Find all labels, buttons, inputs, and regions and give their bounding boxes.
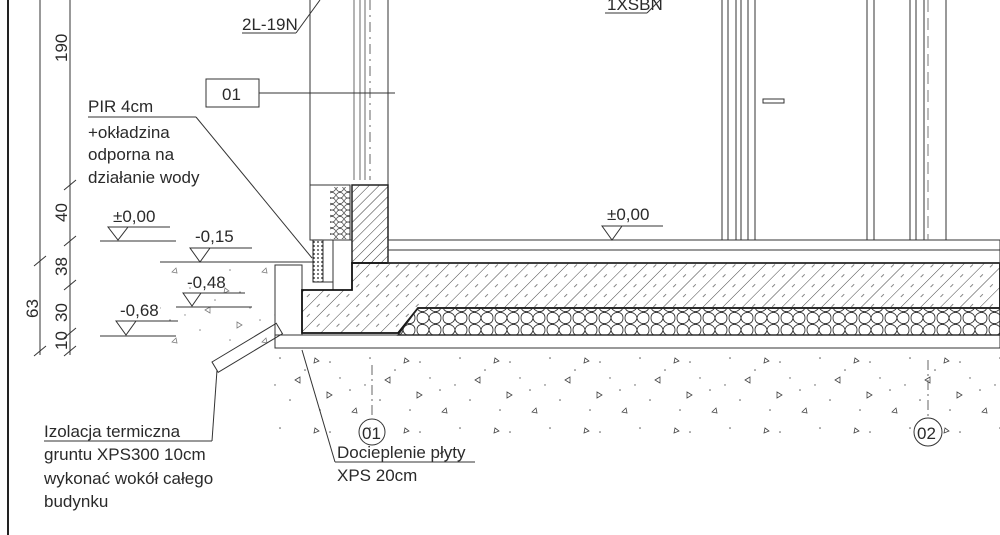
svg-text:odporna na: odporna na: [88, 145, 175, 164]
dimension-10: 10: [52, 331, 71, 350]
lean-concrete: [274, 334, 1000, 349]
level-marker-terrain: -0,15: [189, 227, 252, 263]
level-marker-interior-floor: ±0,00: [601, 205, 663, 241]
reinforcement-label: 2L-19N: [242, 15, 298, 34]
ground-insulation-annotation: Izolacja termiczna gruntu XPS300 10cm wy…: [43, 369, 218, 511]
dimension-chain: [33, 0, 77, 357]
reinforcement-label-2: 1XSBN: [607, 0, 663, 14]
svg-text:działanie wody: działanie wody: [88, 168, 200, 187]
svg-text:gruntu XPS300 10cm: gruntu XPS300 10cm: [44, 445, 206, 464]
axis-marker-01: 01: [358, 365, 386, 446]
svg-text:budynku: budynku: [44, 492, 108, 511]
door-handle: [762, 98, 785, 104]
svg-text:±0,00: ±0,00: [607, 205, 649, 224]
floor-screed: [387, 239, 1000, 251]
pir-annotation: PIR 4cm +okładzina odporna na działanie …: [88, 97, 313, 259]
svg-text:PIR 4cm: PIR 4cm: [88, 97, 153, 116]
svg-text:-0,48: -0,48: [187, 273, 226, 292]
dimension-40: 40: [52, 203, 71, 222]
svg-text:-0,68: -0,68: [120, 301, 159, 320]
floor-insulation: [387, 249, 1000, 264]
svg-text:02: 02: [917, 424, 936, 443]
dimension-190: 190: [52, 34, 71, 62]
ground-soil: [270, 345, 1000, 435]
foundation-slab: [301, 262, 1000, 334]
dimension-30: 30: [52, 303, 71, 322]
dimension-63: 63: [23, 299, 42, 318]
ground-xps-insulation: [211, 322, 284, 373]
level-marker-footing-top: -0,48: [176, 273, 252, 308]
svg-text:±0,00: ±0,00: [113, 207, 155, 226]
svg-text:XPS 20cm: XPS 20cm: [337, 466, 417, 485]
svg-text:-0,15: -0,15: [195, 227, 234, 246]
svg-text:wykonać wokół całego: wykonać wokół całego: [43, 469, 213, 488]
axis-marker-02: 02: [913, 360, 943, 447]
svg-text:01: 01: [362, 424, 381, 443]
dimension-38: 38: [52, 257, 71, 276]
level-marker-interior: ±0,00: [100, 207, 176, 242]
slab-insulation-annotation: Docieplenie płyty XPS 20cm: [301, 349, 475, 485]
svg-text:+okładzina: +okładzina: [88, 123, 170, 142]
level-marker-footing-bottom: -0,68: [100, 301, 178, 337]
section-box-label: 01: [222, 85, 241, 104]
svg-text:Izolacja termiczna: Izolacja termiczna: [44, 422, 181, 441]
svg-text:Docieplenie płyty: Docieplenie płyty: [337, 443, 466, 462]
slab-xps-insulation: [396, 307, 1000, 336]
door-frame: [721, 0, 947, 240]
